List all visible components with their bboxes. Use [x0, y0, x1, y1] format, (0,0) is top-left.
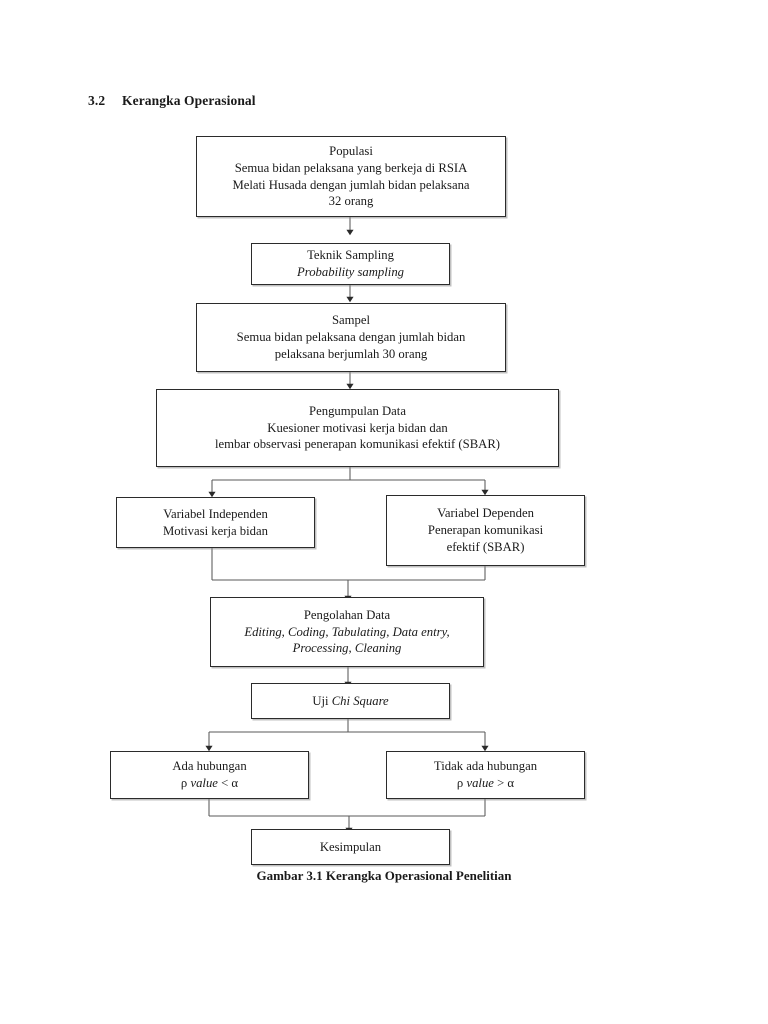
node-teknik-sampling[interactable]: Teknik Sampling Probability sampling	[251, 243, 450, 285]
section-heading: 3.2 Kerangka Operasional	[88, 93, 256, 109]
node-populasi-line-3: Melati Husada dengan jumlah bidan pelaks…	[232, 177, 470, 192]
node-pengumpulan-data-line-3: lembar observasi penerapan komunikasi ef…	[214, 437, 501, 452]
node-variabel-dependen-line-3: efektif (SBAR)	[446, 539, 525, 554]
uji-label: Uji	[312, 693, 332, 708]
node-kesimpulan-line-1: Kesimpulan	[319, 839, 382, 854]
node-sampel-line-1: Sampel	[331, 313, 371, 328]
node-kesimpulan[interactable]: Kesimpulan	[251, 829, 450, 865]
node-variabel-independen-line-2: Motivasi kerja bidan	[162, 523, 268, 538]
node-uji-chi-square-line-1: Uji Chi Square	[312, 693, 388, 710]
section-number: 3.2	[88, 93, 106, 108]
node-ada-hubungan-line-1: Ada hubungan	[172, 759, 247, 774]
rho-symbol-left: ρ	[180, 776, 191, 790]
node-pengumpulan-data-line-2: Kuesioner motivasi kerja bidan dan	[267, 420, 448, 435]
node-variabel-independen-line-1: Variabel Independen	[163, 506, 268, 521]
node-tidak-ada-hubungan[interactable]: Tidak ada hubungan ρ value > α	[386, 751, 585, 799]
section-title: Kerangka Operasional	[122, 93, 256, 108]
node-populasi-line-4: 32 orang	[328, 194, 374, 209]
alpha-comparison-left: < α	[217, 776, 239, 790]
node-uji-chi-square[interactable]: Uji Chi Square	[251, 683, 450, 719]
node-ada-hubungan-line-2: ρ value < α	[181, 775, 238, 792]
node-sampel-line-3: pelaksana berjumlah 30 orang	[274, 346, 428, 361]
node-populasi[interactable]: Populasi Semua bidan pelaksana yang berk…	[196, 136, 506, 217]
node-sampel[interactable]: Sampel Semua bidan pelaksana dengan juml…	[196, 303, 506, 372]
node-pengumpulan-data-line-1: Pengumpulan Data	[309, 403, 406, 418]
value-label-right: value	[466, 776, 494, 790]
value-label-left: value	[190, 776, 218, 790]
node-tidak-ada-hubungan-line-2: ρ value > α	[457, 775, 514, 792]
node-populasi-line-1: Populasi	[329, 143, 373, 158]
node-pengumpulan-data[interactable]: Pengumpulan Data Kuesioner motivasi kerj…	[156, 389, 559, 467]
node-ada-hubungan[interactable]: Ada hubungan ρ value < α	[110, 751, 309, 799]
node-teknik-sampling-line-1: Teknik Sampling	[307, 248, 394, 263]
node-tidak-ada-hubungan-line-1: Tidak ada hubungan	[433, 759, 538, 774]
node-variabel-dependen-line-2: Penerapan komunikasi	[427, 523, 544, 538]
node-pengolahan-data[interactable]: Pengolahan Data Editing, Coding, Tabulat…	[210, 597, 484, 667]
alpha-comparison-right: > α	[493, 776, 515, 790]
rho-symbol-right: ρ	[456, 776, 467, 790]
chi-square-label: Chi Square	[331, 693, 389, 708]
node-variabel-dependen[interactable]: Variabel Dependen Penerapan komunikasi e…	[386, 495, 585, 566]
node-teknik-sampling-line-2: Probability sampling	[296, 265, 405, 279]
node-variabel-independen[interactable]: Variabel Independen Motivasi kerja bidan	[116, 497, 315, 548]
node-variabel-dependen-line-1: Variabel Dependen	[437, 506, 534, 521]
node-sampel-line-2: Semua bidan pelaksana dengan jumlah bida…	[236, 330, 466, 345]
node-pengolahan-data-line-3: Processing, Cleaning	[292, 641, 402, 656]
node-pengolahan-data-line-1: Pengolahan Data	[303, 607, 391, 622]
figure-caption: Gambar 3.1 Kerangka Operasional Peneliti…	[256, 868, 512, 883]
node-populasi-line-2: Semua bidan pelaksana yang berkeja di RS…	[234, 160, 468, 175]
node-pengolahan-data-line-2: Editing, Coding, Tabulating, Data entry,	[244, 624, 450, 639]
